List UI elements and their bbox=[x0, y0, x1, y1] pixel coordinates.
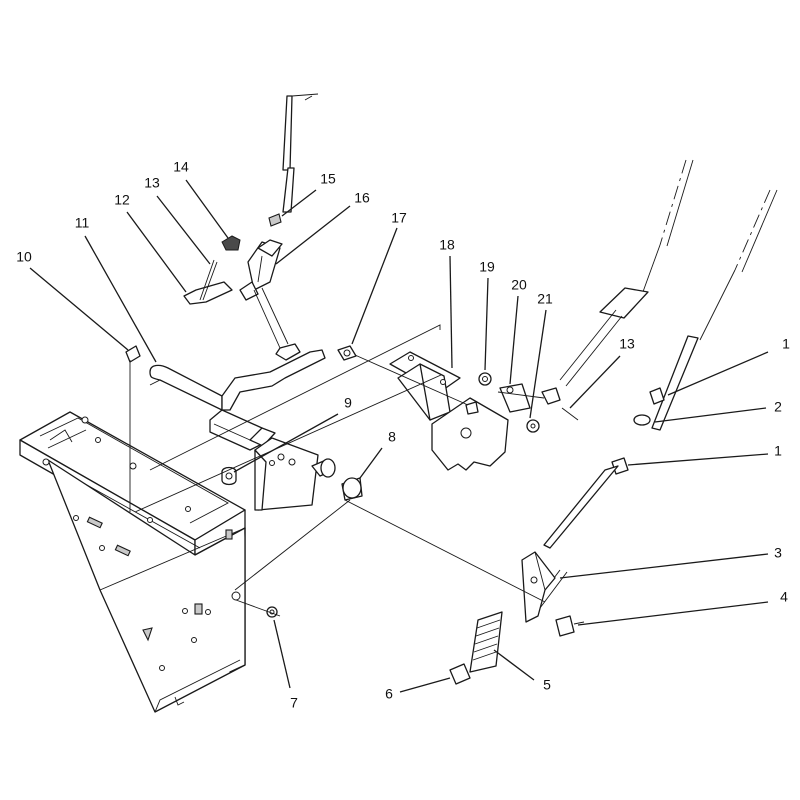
callout-label: 14 bbox=[173, 159, 189, 175]
spring bbox=[449, 611, 503, 685]
callout-label: 18 bbox=[439, 237, 455, 253]
callout-label: 15 bbox=[320, 171, 336, 187]
callout-11: 11 bbox=[75, 215, 157, 363]
callout-label: 1 bbox=[774, 443, 782, 459]
callout-label: 7 bbox=[290, 695, 298, 711]
callout-label: 10 bbox=[16, 249, 32, 265]
cable-bracket bbox=[521, 551, 585, 637]
callout-1-bottom: 1 bbox=[627, 443, 782, 466]
bushings bbox=[311, 458, 363, 501]
control-cables bbox=[529, 159, 778, 613]
callout-label: 21 bbox=[537, 291, 553, 307]
washer-7 bbox=[266, 606, 278, 618]
cam-plate bbox=[431, 372, 540, 471]
callout-label: 12 bbox=[114, 192, 130, 208]
callout-2: 2 bbox=[654, 399, 782, 423]
callout-label: 2 bbox=[774, 399, 782, 415]
callout-label: 8 bbox=[388, 429, 396, 445]
nut-17 bbox=[337, 345, 357, 361]
callout-10: 10 bbox=[16, 249, 129, 351]
shift-rod bbox=[149, 343, 326, 451]
callout-14: 14 bbox=[173, 159, 229, 239]
callout-16: 16 bbox=[275, 190, 370, 265]
assembly-center-lines bbox=[134, 324, 579, 617]
callout-19: 19 bbox=[479, 259, 495, 371]
callout-6: 6 bbox=[385, 677, 451, 702]
callout-8: 8 bbox=[359, 429, 396, 479]
callout-9: 9 bbox=[233, 395, 352, 473]
callout-3: 3 bbox=[559, 545, 782, 579]
callout-7: 7 bbox=[273, 619, 298, 711]
shift-bracket bbox=[221, 437, 319, 511]
callout-12: 12 bbox=[114, 192, 187, 293]
callout-label: 9 bbox=[344, 395, 352, 411]
callout-20: 20 bbox=[509, 277, 527, 385]
callout-label: 20 bbox=[511, 277, 527, 293]
callout-label: 19 bbox=[479, 259, 495, 275]
callout-label: 1 bbox=[782, 336, 790, 352]
callout-label: 11 bbox=[75, 215, 90, 231]
callout-13-top: 13 bbox=[144, 175, 211, 265]
callout-label: 17 bbox=[391, 210, 407, 226]
callout-label: 3 bbox=[774, 545, 782, 561]
bolt-10 bbox=[125, 345, 141, 512]
shift-lever-assembly bbox=[183, 93, 319, 349]
callout-4: 4 bbox=[577, 589, 788, 626]
callout-label: 16 bbox=[354, 190, 370, 206]
control-tower-frame bbox=[19, 411, 246, 713]
callout-21: 21 bbox=[529, 291, 553, 419]
callout-15: 15 bbox=[281, 171, 336, 217]
callout-5: 5 bbox=[493, 649, 551, 693]
callout-label: 13 bbox=[619, 336, 635, 352]
callout-13-right: 13 bbox=[569, 336, 635, 409]
callout-17: 17 bbox=[351, 210, 407, 345]
callout-label: 13 bbox=[144, 175, 160, 191]
callout-label: 4 bbox=[780, 589, 788, 605]
callout-1-top: 1 bbox=[667, 336, 790, 396]
callout-18: 18 bbox=[439, 237, 455, 369]
callout-label: 5 bbox=[543, 677, 551, 693]
callout-label: 6 bbox=[385, 686, 393, 702]
